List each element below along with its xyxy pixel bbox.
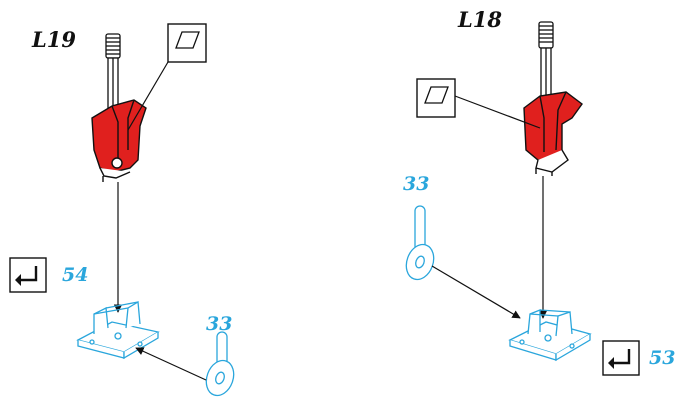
right-sticker-inset bbox=[416, 78, 541, 129]
sticker-icon bbox=[175, 31, 200, 49]
return-arrow-icon bbox=[613, 349, 631, 365]
right-blue-base bbox=[508, 309, 592, 362]
right-part-label: L18 bbox=[457, 7, 502, 32]
left-sticker-inset bbox=[127, 23, 207, 131]
return-arrow-icon bbox=[20, 266, 38, 282]
left-threaded-rod bbox=[105, 33, 121, 111]
left-part-label: L19 bbox=[31, 27, 76, 52]
left-step-box bbox=[9, 257, 47, 293]
right-red-bracket bbox=[523, 91, 583, 176]
sticker-icon bbox=[424, 86, 449, 104]
right-sub-part-number: 33 bbox=[403, 173, 429, 195]
right-blue-pin bbox=[405, 205, 435, 281]
right-assembly: L18 bbox=[403, 7, 675, 376]
right-threaded-rod bbox=[538, 21, 554, 101]
left-assembly: L19 bbox=[9, 23, 235, 397]
left-blue-pin bbox=[205, 331, 235, 397]
left-sub-part-number: 33 bbox=[206, 313, 232, 335]
left-pin-arrow bbox=[135, 347, 207, 381]
left-step-number: 54 bbox=[62, 264, 88, 286]
right-pin-arrow bbox=[431, 265, 521, 319]
right-step-box bbox=[602, 340, 640, 376]
left-blue-base bbox=[76, 300, 160, 360]
right-step-number: 53 bbox=[649, 347, 675, 369]
left-red-bracket bbox=[91, 99, 147, 182]
